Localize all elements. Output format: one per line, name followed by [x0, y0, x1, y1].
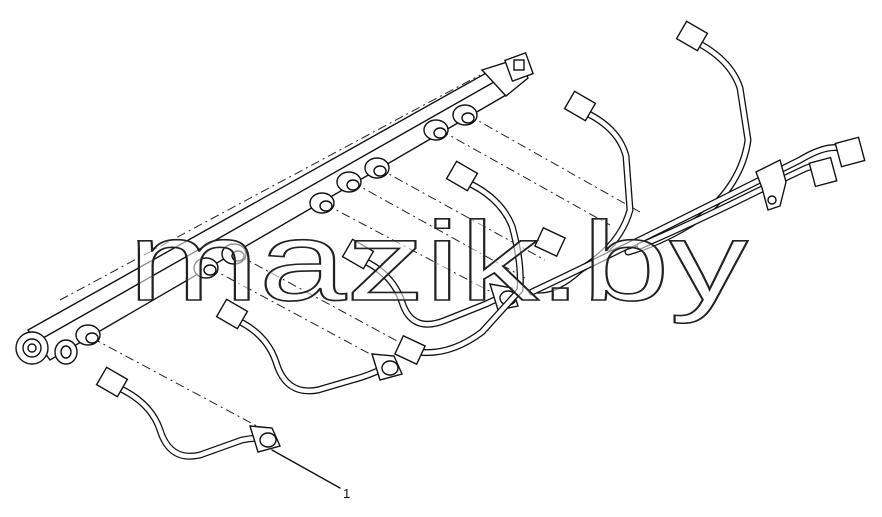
common-rail [15, 52, 534, 365]
rail-port-7 [423, 119, 449, 141]
pipe-clamp [755, 158, 787, 211]
injection-pipe-2 [215, 298, 403, 395]
rail-port-4 [309, 192, 335, 214]
callout-1: 1 [271, 449, 350, 501]
rail-port-8 [452, 104, 478, 126]
callout-label-1: 1 [343, 486, 350, 501]
injection-pipe-5 [532, 90, 634, 294]
rail-port-1 [75, 324, 101, 346]
rail-port-2 [193, 257, 219, 279]
watermark: mazik.by [128, 199, 748, 324]
rail-outlet-ports [75, 104, 478, 346]
rail-port-5 [336, 171, 362, 193]
injection-pipe-8 [636, 156, 838, 250]
rail-port-6 [364, 157, 390, 179]
injection-pipe-7 [528, 136, 866, 296]
rail-port-3 [221, 243, 247, 265]
injection-pipe-1 [95, 366, 281, 460]
injection-pipe-4 [393, 160, 524, 366]
